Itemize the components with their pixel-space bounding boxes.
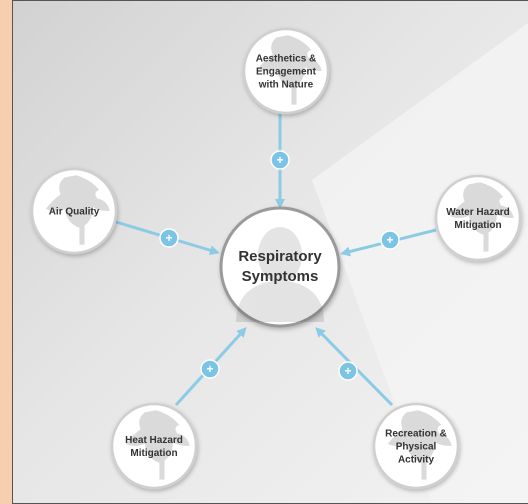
node-label-recreation: Activity <box>398 455 435 466</box>
tree-silhouette-icon <box>125 410 190 480</box>
node-label-aesthetics: Engagement <box>256 67 317 78</box>
plus-badge-circle <box>338 361 358 381</box>
background-sheen <box>312 22 528 504</box>
node-label-recreation: Physical <box>396 442 437 453</box>
node-aesthetics: Aesthetics & Engagement with Nature <box>242 27 330 115</box>
node-label-heat-hazard: Mitigation <box>130 448 177 459</box>
node-label-recreation: Recreation & <box>385 429 447 440</box>
effect-badge-water-hazard: + <box>380 230 400 250</box>
plus-badge-circle <box>159 228 179 248</box>
tree-silhouette-icon <box>449 182 514 252</box>
tree-silhouette-icon <box>45 175 110 245</box>
plus-badge-circle <box>270 150 290 170</box>
node-circle <box>30 167 118 255</box>
node-circle <box>242 27 330 115</box>
node-air-quality: Air Quality <box>30 167 118 255</box>
plus-badge-circle <box>200 359 220 379</box>
node-label-water-hazard: Water Hazard <box>446 207 510 218</box>
center-label-line: Respiratory <box>238 248 322 265</box>
tree-silhouette-icon <box>257 35 322 105</box>
center-circle <box>219 206 341 328</box>
node-circle <box>434 174 522 262</box>
plus-badge-label: + <box>276 153 283 167</box>
plus-badge-label: + <box>206 362 213 376</box>
node-label-air-quality: Air Quality <box>49 207 100 218</box>
plus-badge-label: + <box>165 231 172 245</box>
node-circle <box>372 402 460 490</box>
center-label-line: Symptoms <box>242 268 319 285</box>
effect-badge-aesthetics: + <box>270 150 290 170</box>
node-label-aesthetics: Aesthetics & <box>256 54 317 65</box>
person-silhouette-icon <box>236 227 324 322</box>
tree-silhouette-icon <box>387 410 452 480</box>
plus-badge-label: + <box>386 233 393 247</box>
effect-badge-heat-hazard: + <box>200 359 220 379</box>
plus-badge-circle <box>380 230 400 250</box>
node-circle <box>110 402 198 490</box>
arrows-layer: + + + + + <box>115 113 437 407</box>
node-label-water-hazard: Mitigation <box>454 220 501 231</box>
effect-badge-recreation: + <box>338 361 358 381</box>
node-label-aesthetics: with Nature <box>258 80 314 91</box>
plus-badge-label: + <box>344 364 351 378</box>
node-label-heat-hazard: Heat Hazard <box>125 435 183 446</box>
effect-badge-air-quality: + <box>159 228 179 248</box>
